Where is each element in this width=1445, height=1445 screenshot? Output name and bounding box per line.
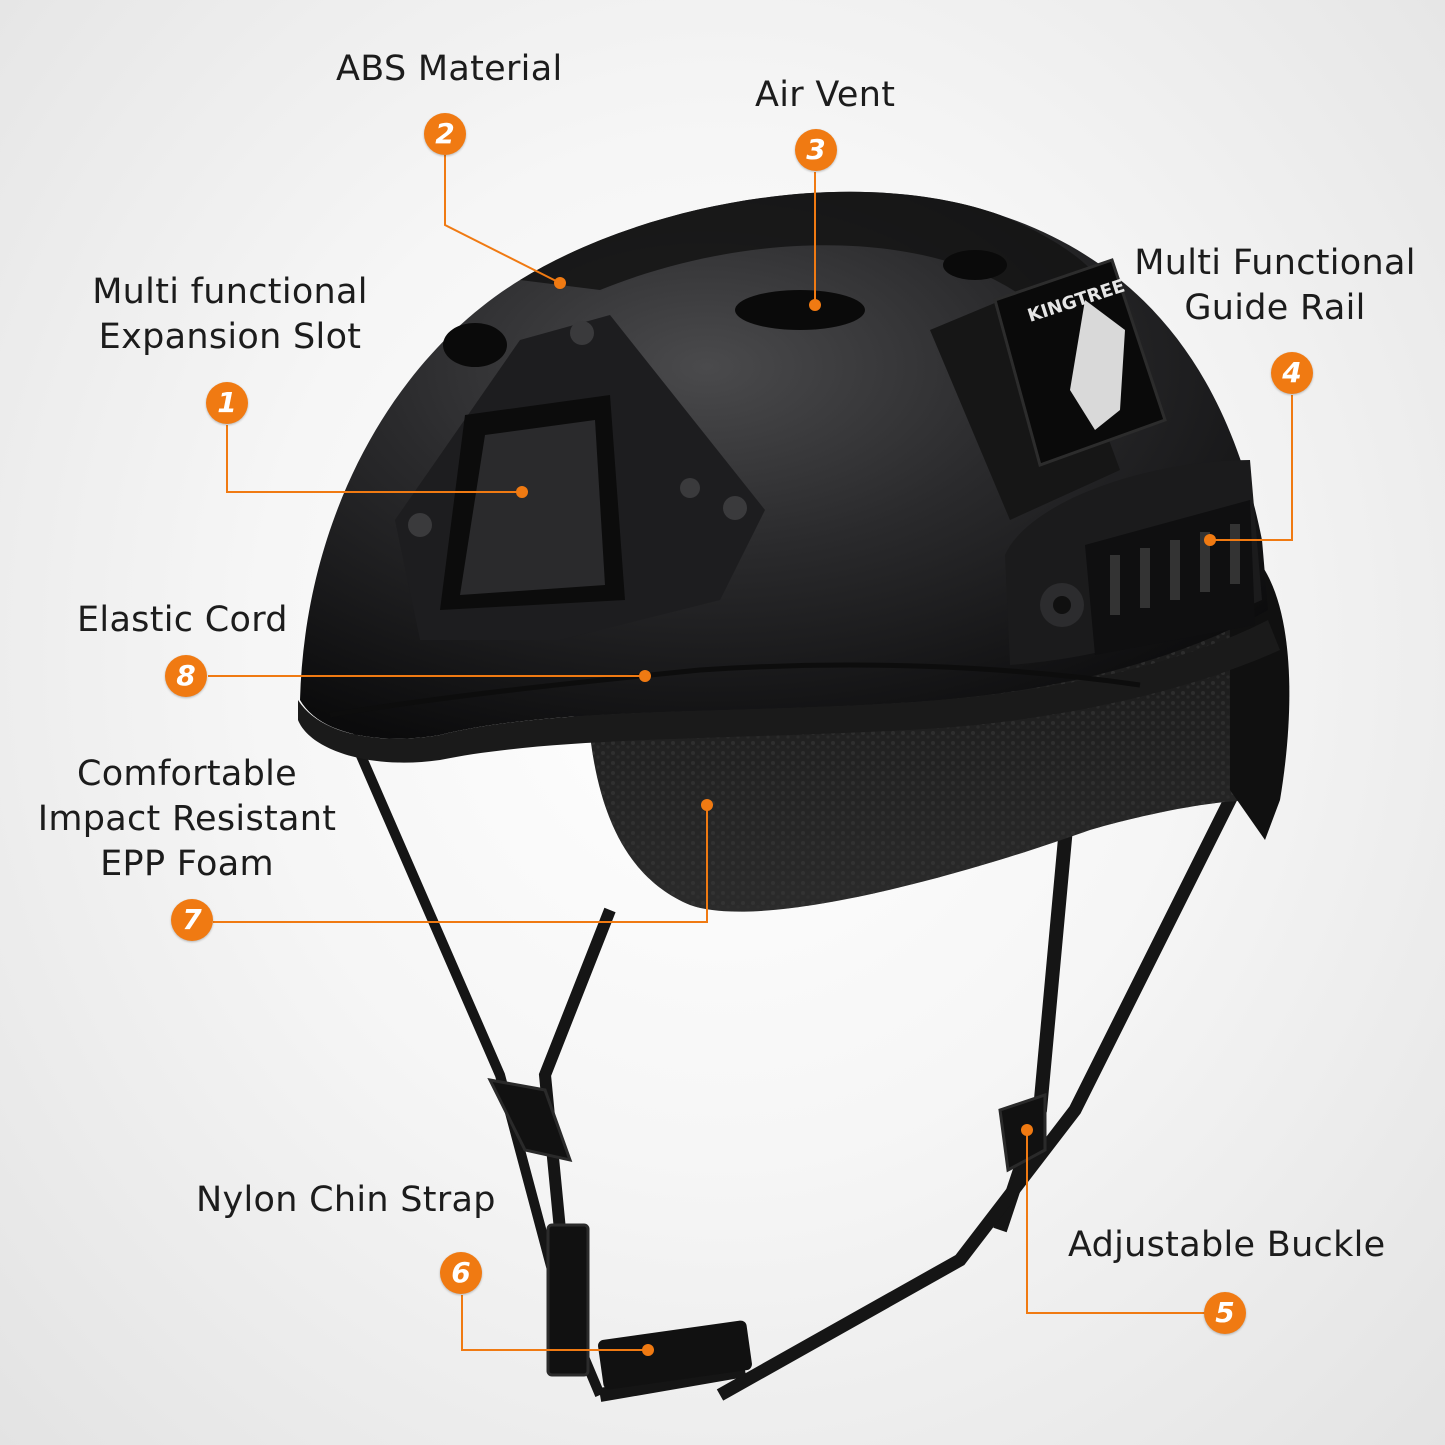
callout-4-line2: Guide Rail xyxy=(1184,288,1366,328)
callout-2-badge: 2 xyxy=(424,113,466,155)
callout-7-label: Comfortable Impact Resistant EPP Foam xyxy=(32,752,342,887)
pin-1 xyxy=(516,486,528,498)
pin-2 xyxy=(554,277,566,289)
callout-7-line1: Comfortable xyxy=(76,754,298,794)
callout-3-badge: 3 xyxy=(795,129,837,171)
callout-8-label: Elastic Cord xyxy=(77,600,288,640)
elastic-cord xyxy=(329,662,1141,718)
callout-1-badge: 1 xyxy=(206,382,248,424)
callout-5-badge: 5 xyxy=(1204,1292,1246,1334)
callout-6-badge: 6 xyxy=(440,1252,482,1294)
callout-1-label: Multi functional Expansion Slot xyxy=(80,270,380,360)
callout-7-line3: EPP Foam xyxy=(100,844,274,884)
callout-4-badge: 4 xyxy=(1271,352,1313,394)
callout-3-label: Air Vent xyxy=(755,75,896,115)
callout-8-badge: 8 xyxy=(165,655,207,697)
callout-4-label: Multi Functional Guide Rail xyxy=(1125,241,1425,331)
pin-4 xyxy=(1204,534,1216,546)
callout-4-line1: Multi Functional xyxy=(1134,243,1416,283)
callout-6-label: Nylon Chin Strap xyxy=(196,1180,496,1220)
air-vent xyxy=(735,290,865,330)
pin-3 xyxy=(809,299,821,311)
leader-lines xyxy=(208,155,1293,1351)
pin-8 xyxy=(639,670,651,682)
expansion-slot xyxy=(395,315,765,640)
logo-patch: KINGTREE xyxy=(993,258,1167,467)
pin-7 xyxy=(701,799,713,811)
callout-1-line2: Expansion Slot xyxy=(98,317,362,357)
callout-2-label: ABS Material xyxy=(336,49,563,89)
pin-5 xyxy=(1021,1124,1033,1136)
adjustable-buckle xyxy=(487,1077,1047,1390)
callout-7-line2: Impact Resistant xyxy=(37,799,337,839)
callout-1-line1: Multi functional xyxy=(92,272,368,312)
callout-7-badge: 7 xyxy=(171,899,213,941)
callout-5-label: Adjustable Buckle xyxy=(1068,1225,1386,1265)
pin-6 xyxy=(642,1344,654,1356)
